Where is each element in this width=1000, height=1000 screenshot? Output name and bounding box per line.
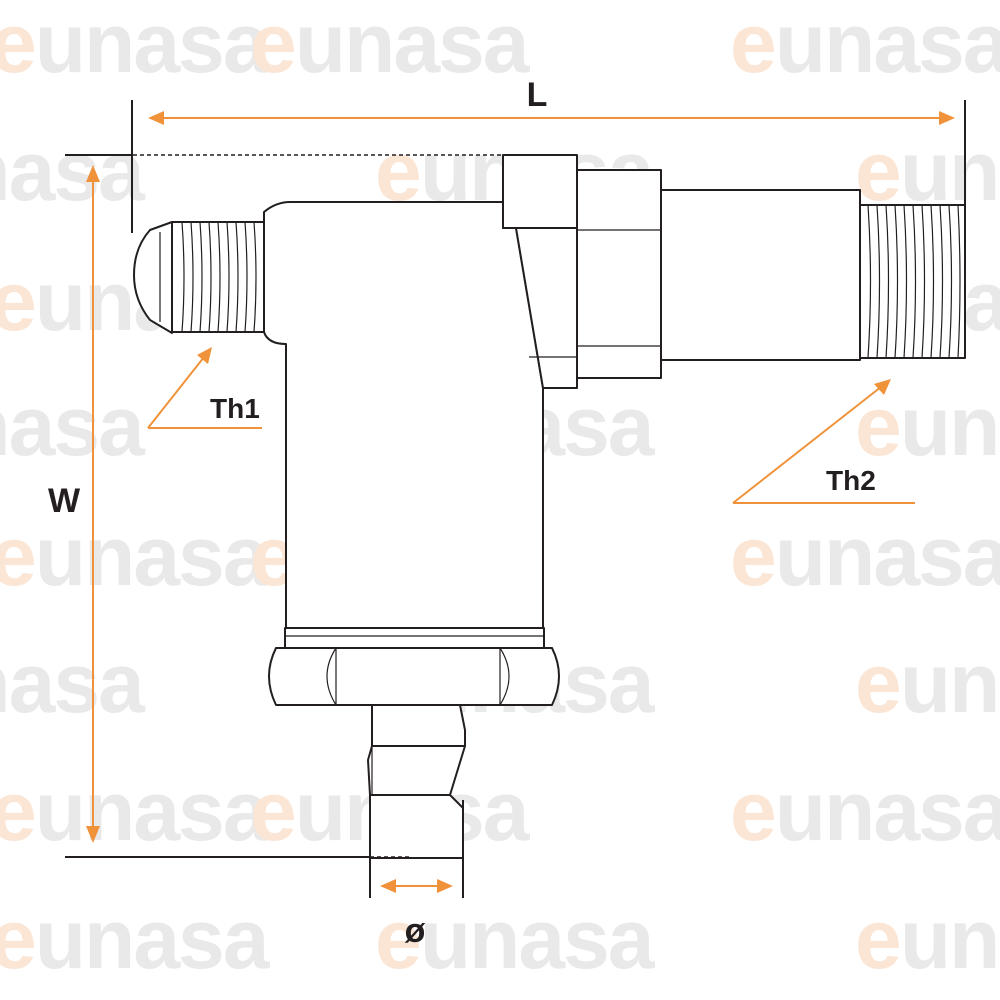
width-label: W	[48, 482, 81, 520]
watermark-text: eunasa	[0, 892, 271, 986]
right-thread-end	[859, 204, 966, 359]
watermark-text: eunasa	[855, 892, 1000, 986]
watermark-text: eunasa	[855, 379, 1000, 473]
length-label: L	[527, 76, 548, 114]
watermark-text: unasa	[0, 636, 146, 730]
hex-collar	[502, 154, 578, 389]
valve-fitting	[133, 154, 966, 859]
watermark-text: eunasa	[375, 892, 656, 986]
watermark-text: unasa	[0, 124, 146, 218]
arrow-icon	[197, 347, 212, 364]
diameter-label: ø	[405, 912, 426, 950]
arrow-up-icon	[86, 165, 100, 182]
arrow-right-icon	[437, 879, 453, 893]
watermark-text: eunasa	[0, 0, 271, 90]
thread2-label: Th2	[826, 465, 876, 496]
thread1-leader-diagonal	[147, 351, 209, 429]
hose-barb	[367, 704, 466, 859]
arrow-right-icon	[939, 111, 955, 125]
watermark-text: eunasa	[730, 0, 1000, 90]
arrow-icon	[874, 379, 891, 395]
watermark-text: unasa	[0, 379, 146, 473]
thread2-leader-diagonal	[732, 382, 887, 504]
arrow-left-icon	[380, 879, 396, 893]
right-sleeve	[660, 189, 861, 361]
valve-body	[263, 201, 544, 629]
watermark-text: eunasa	[730, 764, 1000, 858]
watermark-text: eunasa	[855, 124, 1000, 218]
bottom-ring	[284, 627, 545, 649]
watermark-text: eunasa	[0, 509, 271, 603]
watermark-text: eunasa	[855, 636, 1000, 730]
watermark-text: eunasa	[250, 0, 531, 90]
watermark-text: eunasa	[0, 764, 271, 858]
dimension-annotations: L W ø Th1 Th2	[48, 76, 966, 950]
watermark-text: eunasa	[730, 509, 1000, 603]
bottom-hex-nut	[268, 647, 560, 706]
arrow-left-icon	[148, 111, 164, 125]
thread1-label: Th1	[210, 393, 260, 424]
left-thread-nipple	[133, 221, 265, 334]
right-hex-nut	[576, 169, 662, 379]
arrow-down-icon	[86, 826, 100, 843]
